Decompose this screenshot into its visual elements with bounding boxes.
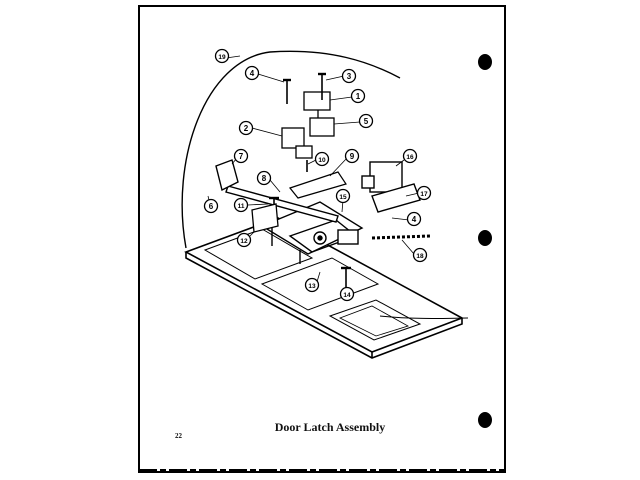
callout-c13: 13 [304,277,320,293]
callout-c16: 16 [402,148,418,164]
callout-label: 7 [239,152,244,161]
callout-label: 15 [339,194,347,201]
callout-c2: 2 [238,120,254,136]
callout-c10: 10 [314,151,330,167]
callout-label: 14 [343,292,351,299]
callout-c19: 19 [214,48,230,64]
callout-circle [236,232,252,248]
callout-label: 13 [308,283,316,290]
callout-c4b: 4 [406,211,422,227]
callout-circle [358,113,374,129]
callout-c12: 12 [236,232,252,248]
callout-label: 6 [209,202,214,211]
callout-c3: 3 [341,68,357,84]
callout-c5: 5 [358,113,374,129]
callout-c4a: 4 [244,65,260,81]
callout-label: 1 [356,92,361,101]
latch-arm [215,159,339,223]
callout-circle [214,48,230,64]
solenoid [361,161,421,213]
callout-circle [203,198,219,214]
callout-c18: 18 [412,247,428,263]
door-outline-arc [181,50,401,249]
switch-assembly [281,91,335,159]
page-number: 22 [175,432,182,440]
callout-circle [344,148,360,164]
callout-label: 10 [318,157,326,164]
callout-c8: 8 [256,170,272,186]
callout-c1: 1 [350,88,366,104]
callout-circle [314,151,330,167]
callout-label: 9 [350,152,355,161]
callout-label: 5 [364,117,369,126]
callout-circle [406,211,422,227]
callout-circle [233,148,249,164]
callout-c6: 6 [203,198,219,214]
callout-circle [412,247,428,263]
callout-circle [233,197,249,213]
bracket [288,171,347,199]
callout-label: 19 [218,54,226,61]
callout-c17: 17 [416,185,432,201]
callout-circle [339,286,355,302]
spring [371,234,431,240]
binder-hole-bottom [478,412,492,428]
callout-circle [244,65,260,81]
callout-label: 16 [406,154,414,161]
callout-circle [416,185,432,201]
callout-label: 2 [244,124,249,133]
binder-hole-top [478,54,492,70]
door-outline-arc-lower [379,315,469,319]
callout-label: 12 [240,238,248,245]
callout-label: 4 [412,215,417,224]
callout-circle [335,188,351,204]
callout-circle [304,277,320,293]
callout-label: 4 [250,69,255,78]
callout-label: 18 [416,253,424,260]
page-border [138,5,506,473]
callout-circle [402,148,418,164]
callout-label: 11 [238,203,245,210]
diagram-caption: Door Latch Assembly [274,420,386,434]
callout-c15: 15 [335,188,351,204]
spacer-block [251,203,279,233]
callout-circle [238,120,254,136]
callout-c11: 11 [233,197,249,213]
callout-c9: 9 [344,148,360,164]
callout-label: 17 [420,191,428,198]
callout-c14: 14 [339,286,355,302]
callout-circle [256,170,272,186]
callout-label: 3 [347,72,352,81]
callout-label: 8 [262,174,267,183]
callout-c7: 7 [233,148,249,164]
binder-hole-middle [478,230,492,246]
callout-circle [350,88,366,104]
callout-circle [341,68,357,84]
